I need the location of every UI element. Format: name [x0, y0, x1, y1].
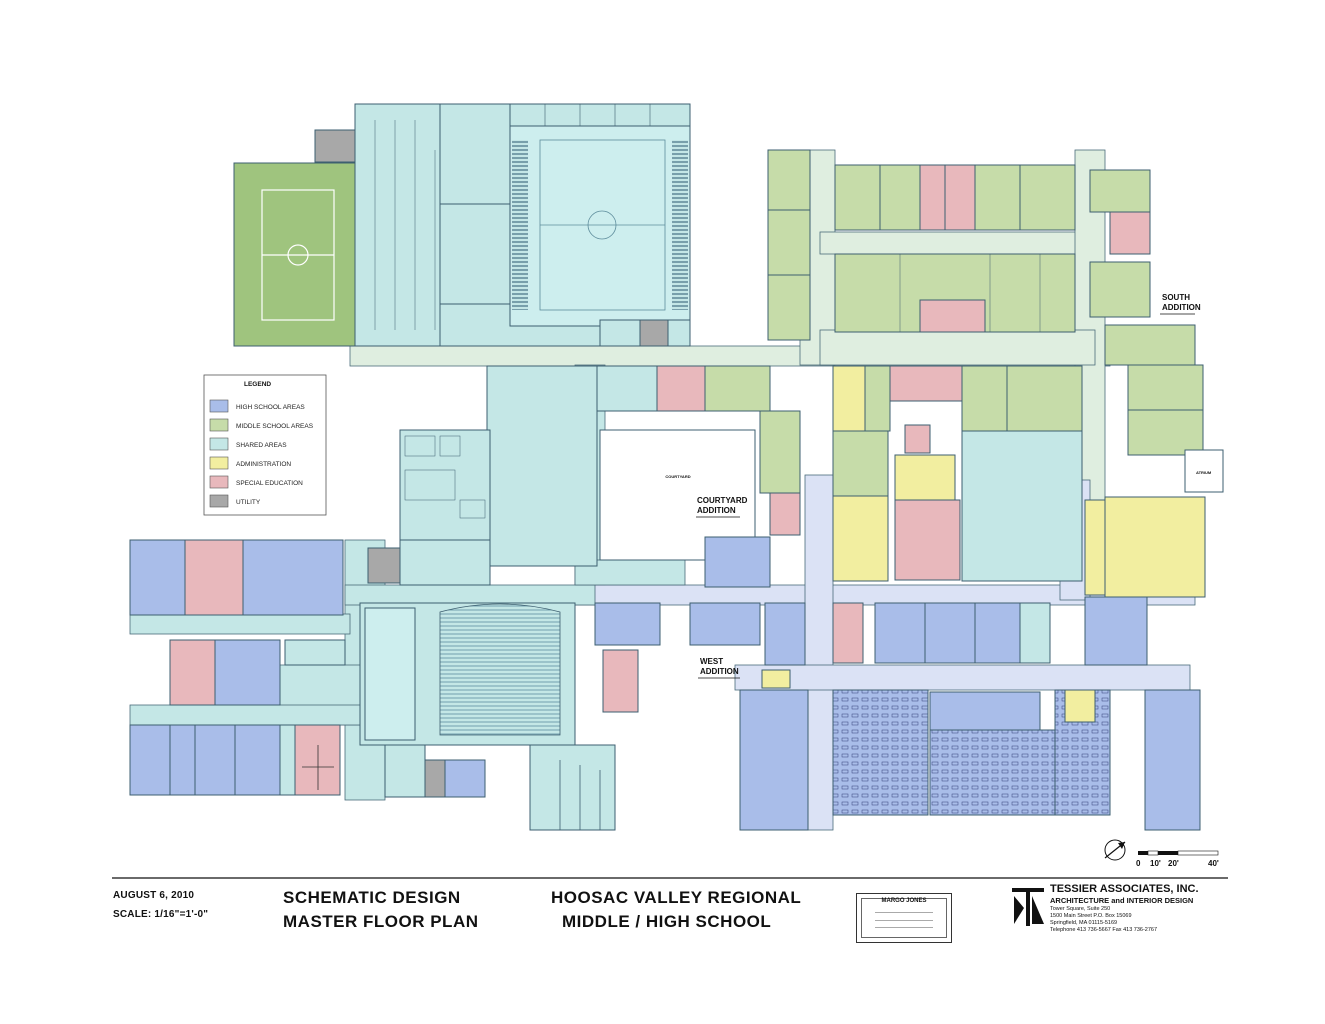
legend-swatch: [209, 437, 229, 451]
legend-swatch: [209, 456, 229, 470]
courtyard-addition: [704, 365, 801, 494]
utility-room: [314, 129, 356, 163]
west-addition-label-1: WEST: [700, 657, 723, 666]
scale-tick-10: 10': [1150, 859, 1161, 868]
project-title-2: MIDDLE / HIGH SCHOOL: [562, 912, 772, 931]
auditorium-lobby: [529, 744, 616, 831]
firm-address-4: Telephone 413 736-5667 Fax 413 736-2767: [1050, 927, 1158, 933]
scale-label: SCALE: 1/16"=1'-0": [113, 909, 209, 920]
scale-tick-20: 20': [1168, 859, 1179, 868]
atrium-label: ATRIUM: [1196, 470, 1212, 475]
legend: LEGEND HIGH SCHOOL AREAS MIDDLE SCHOOL AR…: [203, 374, 327, 516]
firm-address-3: Springfield, MA 01115-5169: [1050, 920, 1118, 926]
legend-swatch: [209, 418, 229, 432]
cafeteria-block: [367, 365, 708, 586]
drawing-title-2: MASTER FLOOR PLAN: [283, 912, 479, 931]
courtyard-label: COURTYARD: [665, 474, 690, 479]
architect-stamp: MARGO JONES: [856, 893, 952, 943]
legend-swatch: [209, 475, 229, 489]
legend-swatch: [209, 399, 229, 413]
ms-guidance: [656, 365, 708, 412]
stage: [364, 607, 416, 741]
resource-center: [961, 430, 1083, 582]
courtyard-addition-label-2: ADDITION: [697, 506, 736, 515]
annotations: SOUTH ADDITION COURTYARD ADDITION WEST A…: [696, 293, 1212, 679]
date-label: AUGUST 6, 2010: [113, 890, 195, 901]
drawing-title-1: SCHEMATIC DESIGN: [283, 888, 461, 907]
firm-logo: [1012, 888, 1044, 926]
north-arrow: [1104, 839, 1126, 861]
legend-swatch: [209, 494, 229, 508]
middle-school-wing: [767, 149, 1224, 493]
south-addition-label-2: ADDITION: [1162, 303, 1201, 312]
west-wing: [129, 539, 346, 796]
legend-item-label: ADMINISTRATION: [236, 461, 291, 468]
firm-subtitle: ARCHITECTURE and INTERIOR DESIGN: [1050, 896, 1194, 905]
legend-item-label: HIGH SCHOOL AREAS: [236, 404, 305, 411]
scale-tick-0: 0: [1136, 859, 1141, 868]
scale-bar: 0 10' 20' 40': [1136, 850, 1219, 868]
legend-item-label: SHARED AREAS: [236, 442, 287, 449]
project-title-1: HOOSAC VALLEY REGIONAL: [551, 888, 802, 907]
south-addition-label-1: SOUTH: [1162, 293, 1190, 302]
legend-item-label: MIDDLE SCHOOL AREAS: [236, 423, 314, 430]
kitchen: [399, 429, 491, 541]
courtyard-addition-label-1: COURTYARD: [697, 496, 748, 505]
stamp-name: MARGO JONES: [881, 898, 927, 904]
cafeteria: [486, 365, 598, 567]
gymnasium: [509, 103, 691, 327]
gym-block: [233, 103, 691, 347]
hs-east-wing: [739, 596, 1201, 831]
legend-title: LEGEND: [244, 381, 271, 388]
west-addition-label-2: ADDITION: [700, 667, 739, 676]
legend-item-label: SPECIAL EDUCATION: [236, 480, 303, 487]
firm-name: TESSIER ASSOCIATES, INC.: [1050, 883, 1199, 895]
auditorium-block: [359, 602, 616, 831]
west-addition: [594, 489, 806, 713]
scale-tick-40: 40': [1208, 859, 1219, 868]
firm-address-2: 1500 Main Street P.O. Box 15069: [1050, 913, 1132, 919]
legend-item-label: UTILITY: [236, 499, 261, 506]
central-admin: [832, 365, 1206, 598]
auditorium-seating: [439, 603, 561, 736]
firm-address-1: Tower Square, Suite 250: [1050, 906, 1111, 912]
